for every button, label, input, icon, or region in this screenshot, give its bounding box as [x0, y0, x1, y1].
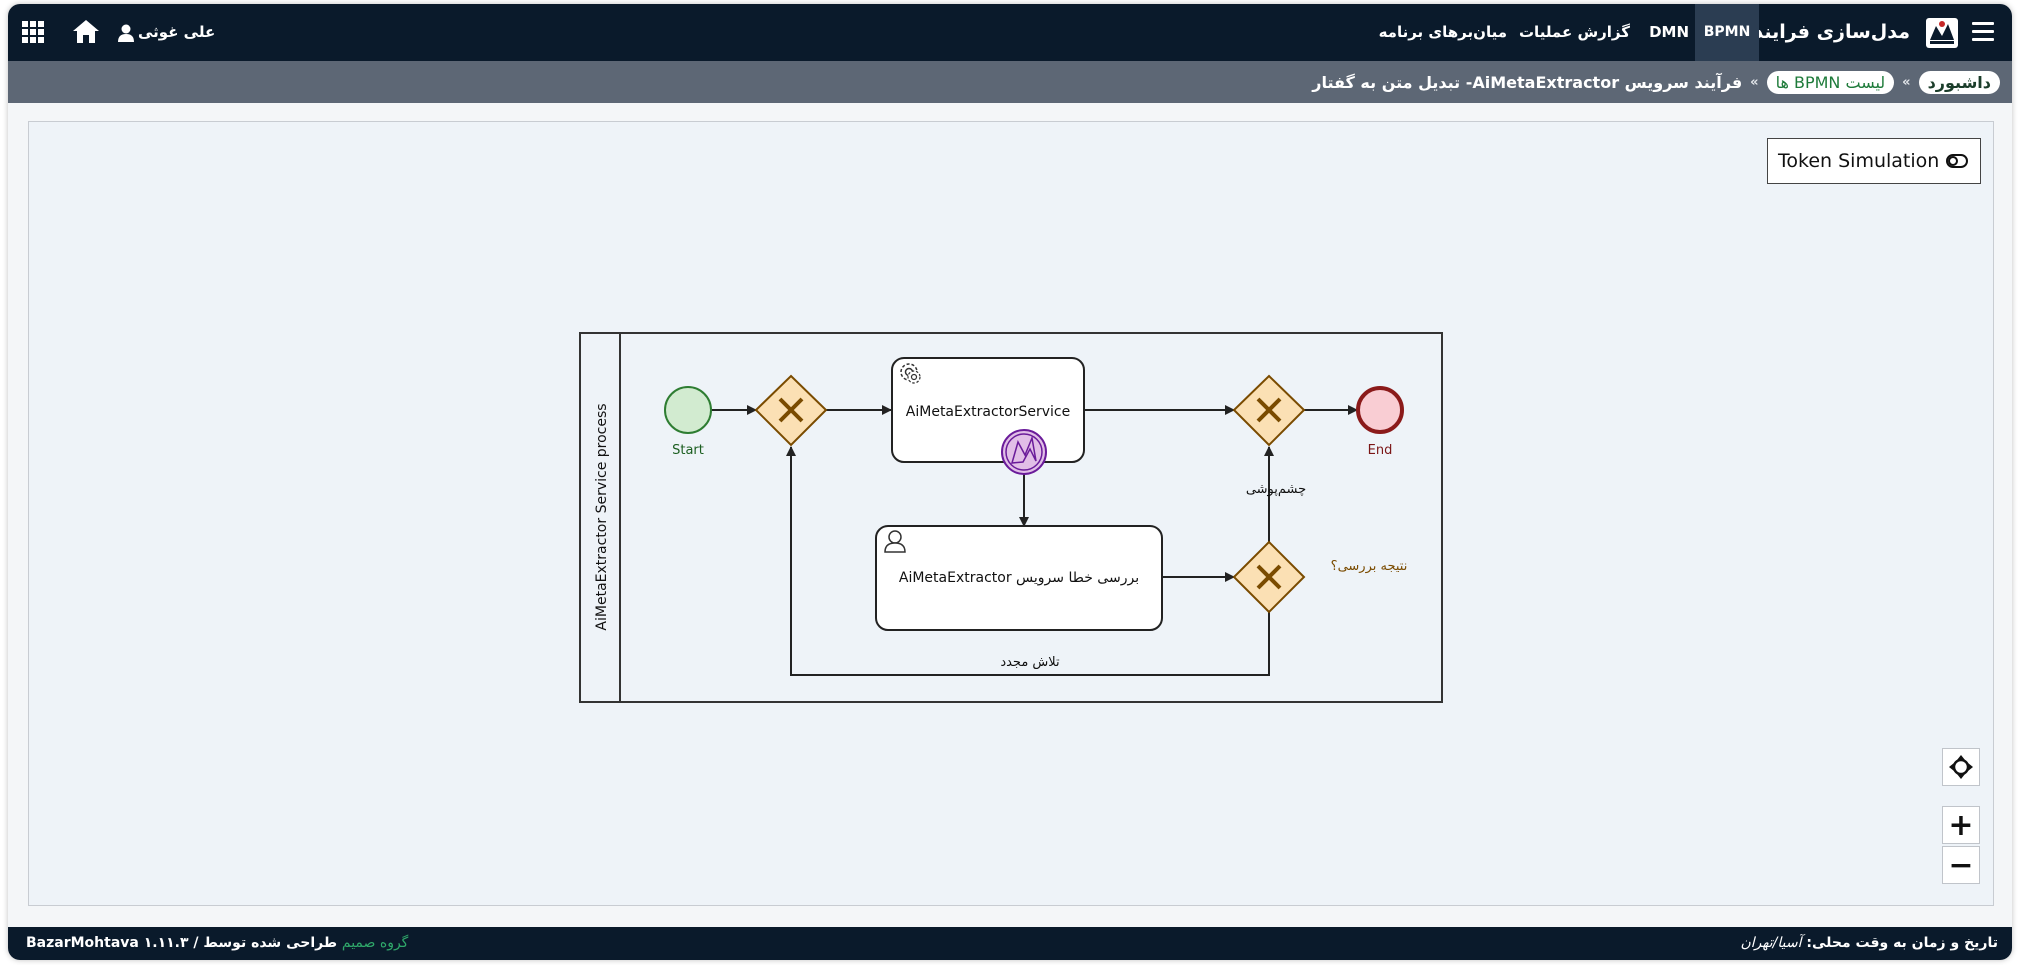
gear-icon — [900, 363, 921, 384]
nav-shortcuts[interactable]: میان‌برهای برنامه — [1378, 23, 1507, 41]
user-name: علی غوثی — [138, 23, 216, 41]
hamburger-icon[interactable] — [1972, 22, 1994, 42]
sequence-flows — [707, 405, 1358, 676]
footer: BazarMohtava ۱.۱۱.۳ / گروه صمیم طراحی شد… — [8, 927, 2012, 960]
zoom-out-button[interactable]: − — [1942, 846, 1980, 884]
breadcrumb: داشبورد » لیست BPMN ها » فرآیند سرویس Ai… — [1312, 68, 2000, 96]
footer-timezone: تاریخ و زمان به وقت محلی: آسیا/تهران — [1740, 927, 1998, 960]
nav-dmn[interactable]: DMN — [1649, 23, 1689, 41]
breadcrumb-bpmn-list[interactable]: لیست BPMN ها — [1766, 70, 1895, 94]
footer-version: BazarMohtava ۱.۱۱.۳ / — [26, 935, 199, 951]
crosshair-icon — [1949, 755, 1973, 779]
app-brand-title[interactable]: مدل‌سازی فرایندها — [1733, 21, 1910, 43]
user-menu[interactable]: علی غوثی — [118, 4, 215, 61]
flow-ignore-label: چشم‌پوشی — [1246, 482, 1306, 497]
breadcrumb-separator: » — [1902, 74, 1911, 90]
zoom-in-button[interactable]: + — [1942, 806, 1980, 844]
pool-label: AiMetaExtractor Service process — [594, 403, 610, 630]
gateway-question-label: نتیجه بررسی؟ — [1331, 559, 1408, 574]
end-label: End — [1368, 443, 1393, 458]
reset-view-button[interactable] — [1942, 748, 1980, 786]
token-simulation-button[interactable]: Token Simulation — [1767, 138, 1981, 184]
bpmn-diagram: AiMetaExtractor Service process Start — [579, 332, 1443, 703]
exclusive-gateway-decision[interactable]: نتیجه بررسی؟ — [1232, 540, 1408, 614]
user-task-label: بررسی خطا سرویس AiMetaExtractor — [899, 570, 1139, 586]
nav-operations-report[interactable]: گزارش عملیات — [1518, 23, 1630, 41]
user-icon — [118, 24, 134, 42]
exclusive-gateway-join[interactable] — [1232, 374, 1306, 447]
bpmn-canvas[interactable]: Token Simulation AiMetaExtractor Service… — [28, 121, 1994, 906]
service-task-label: AiMetaExtractorService — [906, 404, 1070, 420]
end-event[interactable]: End — [1356, 386, 1404, 458]
breadcrumb-bar: داشبورد » لیست BPMN ها » فرآیند سرویس Ai… — [8, 61, 2012, 103]
footer-timezone-value: آسیا/تهران — [1740, 935, 1802, 951]
start-label: Start — [672, 443, 704, 458]
flow-retry-label: تلاش مجدد — [1000, 655, 1060, 670]
token-simulation-label: Token Simulation — [1778, 150, 1940, 172]
footer-designed-by: طراحی شده توسط — [203, 935, 338, 951]
pool[interactable]: AiMetaExtractor Service process — [579, 332, 1443, 703]
error-boundary-event[interactable] — [1001, 429, 1047, 475]
user-task-icon — [884, 530, 906, 553]
nav-bpmn[interactable]: BPMN — [1695, 4, 1759, 61]
footer-group-link[interactable]: گروه صمیم — [341, 935, 409, 951]
footer-timezone-label: تاریخ و زمان به وقت محلی: — [1806, 935, 1998, 951]
error-icon — [1010, 435, 1037, 464]
footer-credits: BazarMohtava ۱.۱۱.۳ / گروه صمیم طراحی شد… — [26, 927, 408, 960]
flow-gw3-retry — [786, 446, 1270, 676]
breadcrumb-current: فرآیند سرویس AiMetaExtractor- تبدیل متن … — [1312, 72, 1743, 92]
breadcrumb-dashboard[interactable]: داشبورد — [1918, 70, 2000, 94]
top-navbar: مدل‌سازی فرایندها BPMN DMN گزارش عملیات … — [8, 4, 2012, 61]
toggle-icon — [1946, 154, 1968, 168]
start-event[interactable]: Start — [664, 386, 712, 458]
exclusive-gateway-merge[interactable] — [754, 374, 828, 447]
user-task[interactable]: بررسی خطا سرویس AiMetaExtractor — [875, 525, 1163, 631]
apps-grid-icon[interactable] — [22, 21, 44, 43]
home-icon[interactable] — [72, 18, 100, 44]
breadcrumb-separator: » — [1750, 74, 1759, 90]
logo — [1926, 18, 1958, 48]
service-task[interactable]: AiMetaExtractorService — [891, 357, 1085, 463]
app-window: مدل‌سازی فرایندها BPMN DMN گزارش عملیات … — [8, 4, 2012, 960]
